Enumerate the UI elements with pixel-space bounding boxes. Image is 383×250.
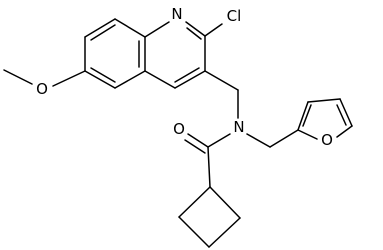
bond-c3-c4-inner bbox=[174, 67, 200, 83]
quinoline-pyridine-ring bbox=[144, 21, 206, 89]
bond-c6-c5 bbox=[84, 70, 116, 89]
atom-label-amide-n: N bbox=[233, 118, 244, 136]
cyclobutane-ring bbox=[178, 186, 241, 248]
atom-labels: N Cl O N O O bbox=[36, 5, 333, 149]
quinoline-benzene-ring bbox=[84, 18, 146, 89]
bond-furan-c4-c5 bbox=[339, 98, 353, 127]
bond-carbonyl-c-o bbox=[187, 133, 209, 148]
bond-c5-c4a bbox=[114, 70, 146, 89]
amide-group bbox=[184, 133, 231, 188]
bond-n1-c2-inner bbox=[186, 27, 202, 40]
quinoline-substituents bbox=[3, 23, 239, 119]
bond-furan-c2-c3 bbox=[297, 101, 309, 131]
atom-label-furan-o: O bbox=[321, 131, 333, 149]
bond-c6-c5-inner bbox=[90, 67, 116, 83]
bond-furan-c5-o bbox=[336, 125, 353, 138]
furylmethyl-group bbox=[246, 129, 299, 148]
bond-n-ch2-furyl bbox=[246, 133, 271, 148]
bond-c2-cl bbox=[204, 23, 223, 37]
bond-carbonyl-c-cyclobutyl bbox=[207, 146, 211, 188]
bond-furan-o-c2 bbox=[297, 129, 318, 140]
bond-c3-ch2 bbox=[204, 70, 239, 91]
bond-c6-o-methoxy bbox=[52, 70, 86, 87]
bond-c8-c7-inner bbox=[90, 24, 116, 41]
bond-furan-c3-c4 bbox=[307, 98, 341, 103]
bond-o-methyl bbox=[3, 69, 33, 85]
atom-label-chlorine: Cl bbox=[227, 7, 242, 25]
bond-cb-2-3 bbox=[208, 217, 241, 248]
bond-c8a-c8 bbox=[114, 18, 146, 38]
bond-c3-c4 bbox=[174, 70, 206, 89]
bond-n1-c2 bbox=[185, 21, 206, 37]
atom-label-quinoline-n: N bbox=[171, 5, 182, 23]
bond-ch2-furan-c2 bbox=[269, 129, 299, 148]
bond-c4-c4a bbox=[144, 70, 176, 89]
bond-c8a-n1 bbox=[144, 21, 170, 38]
bond-n-carbonyl-c bbox=[207, 133, 231, 148]
bond-carbonyl-c-o-second bbox=[184, 139, 206, 154]
bond-c8-c7 bbox=[84, 18, 116, 38]
bond-cb-3-4 bbox=[178, 216, 210, 248]
furan-ring bbox=[297, 98, 353, 140]
bond-cb-4-1 bbox=[178, 186, 211, 218]
atom-label-methoxy-o: O bbox=[36, 80, 48, 98]
bond-cb-1-2 bbox=[209, 186, 241, 219]
bond-furan-c2-c3-inner bbox=[302, 104, 312, 127]
atom-label-carbonyl-o: O bbox=[173, 120, 185, 138]
bond-furan-c4-c5-inner bbox=[336, 104, 347, 126]
